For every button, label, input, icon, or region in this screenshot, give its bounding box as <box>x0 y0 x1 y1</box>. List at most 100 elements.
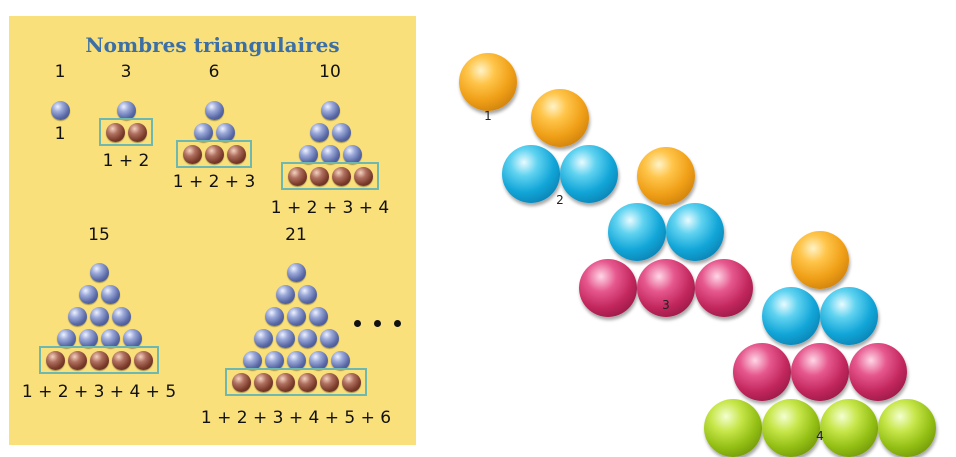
ball <box>50 100 70 120</box>
ball <box>319 328 339 348</box>
ball <box>275 284 295 304</box>
ball <box>67 306 87 326</box>
ellipsis-dot <box>393 319 401 327</box>
highlight-ball <box>275 372 295 392</box>
ball <box>275 328 295 348</box>
orange-sphere <box>791 231 849 289</box>
new-row-frame <box>281 162 379 190</box>
ball <box>116 100 136 120</box>
stack-step-label: 3 <box>662 298 670 312</box>
new-row-frame <box>225 368 367 396</box>
ellipsis-dot <box>373 319 381 327</box>
cyan-sphere <box>762 287 820 345</box>
ball <box>100 328 120 348</box>
highlight-ball <box>111 350 131 370</box>
cyan-sphere <box>820 287 878 345</box>
triangular-number-label: 21 <box>285 225 307 245</box>
ball <box>308 306 328 326</box>
ball <box>242 350 262 370</box>
sphere-stacks-panel: 1 2 3 4 <box>440 0 956 457</box>
stack-step-label: 1 <box>484 109 492 123</box>
triangular-number-label: 15 <box>88 225 110 245</box>
highlight-ball <box>287 166 307 186</box>
cyan-sphere <box>560 145 618 203</box>
highlight-ball <box>331 166 351 186</box>
ball <box>264 306 284 326</box>
highlight-ball <box>89 350 109 370</box>
ball <box>331 122 351 142</box>
highlight-ball <box>182 144 202 164</box>
ball <box>297 284 317 304</box>
green-sphere <box>704 399 762 457</box>
pink-sphere <box>695 259 753 317</box>
new-row-frame <box>176 140 252 168</box>
highlight-ball <box>353 166 373 186</box>
triangular-number-label: 6 <box>208 62 220 82</box>
triangular-number-label: 1 <box>54 62 66 82</box>
sum-expression: 1 + 2 + 3 + 4 + 5 + 6 <box>200 408 392 428</box>
ball <box>298 144 318 164</box>
new-row-frame <box>39 346 159 374</box>
pink-sphere <box>637 259 695 317</box>
ball <box>89 306 109 326</box>
highlight-ball <box>297 372 317 392</box>
ball <box>215 122 235 142</box>
highlight-ball <box>67 350 87 370</box>
cyan-sphere <box>666 203 724 261</box>
green-sphere <box>878 399 936 457</box>
highlight-ball <box>105 122 125 142</box>
highlight-ball <box>226 144 246 164</box>
ball <box>253 328 273 348</box>
ball <box>204 100 224 120</box>
orange-sphere <box>637 147 695 205</box>
cyan-sphere <box>608 203 666 261</box>
ball <box>78 284 98 304</box>
ball <box>320 100 340 120</box>
panel-title: Nombres triangulaires <box>85 33 340 57</box>
pink-sphere <box>791 343 849 401</box>
triangular-number-label: 10 <box>319 62 341 82</box>
green-sphere <box>820 399 878 457</box>
sum-expression: 1 + 2 + 3 + 4 <box>270 198 390 218</box>
highlight-ball <box>204 144 224 164</box>
green-sphere <box>762 399 820 457</box>
ball <box>308 350 328 370</box>
ball <box>89 262 109 282</box>
ball <box>111 306 131 326</box>
ball <box>342 144 362 164</box>
orange-sphere <box>459 53 517 111</box>
highlight-ball <box>231 372 251 392</box>
ball <box>264 350 284 370</box>
highlight-ball <box>341 372 361 392</box>
cyan-sphere <box>502 145 560 203</box>
stack-step-label: 2 <box>556 193 564 207</box>
pink-sphere <box>849 343 907 401</box>
ball <box>320 144 340 164</box>
ball <box>122 328 142 348</box>
sum-expression: 1 + 2 <box>102 151 150 171</box>
highlight-ball <box>253 372 273 392</box>
highlight-ball <box>309 166 329 186</box>
ball <box>297 328 317 348</box>
sum-expression: 1 + 2 + 3 + 4 + 5 <box>21 382 177 402</box>
ball <box>330 350 350 370</box>
pink-sphere <box>579 259 637 317</box>
highlight-ball <box>45 350 65 370</box>
highlight-ball <box>127 122 147 142</box>
new-row-frame <box>99 118 153 146</box>
ball <box>193 122 213 142</box>
highlight-ball <box>133 350 153 370</box>
pink-sphere <box>733 343 791 401</box>
triangular-number-label: 3 <box>120 62 132 82</box>
ball <box>78 328 98 348</box>
ball <box>286 262 306 282</box>
ball <box>56 328 76 348</box>
stack-step-label: 4 <box>816 429 824 443</box>
ball <box>286 306 306 326</box>
triangular-numbers-panel: Nombres triangulaires 1 1 3 1 + 2 6 1 + 2 + 3… <box>9 16 416 445</box>
highlight-ball <box>319 372 339 392</box>
ball <box>286 350 306 370</box>
orange-sphere <box>531 89 589 147</box>
sum-expression: 1 <box>54 124 66 144</box>
ball <box>309 122 329 142</box>
